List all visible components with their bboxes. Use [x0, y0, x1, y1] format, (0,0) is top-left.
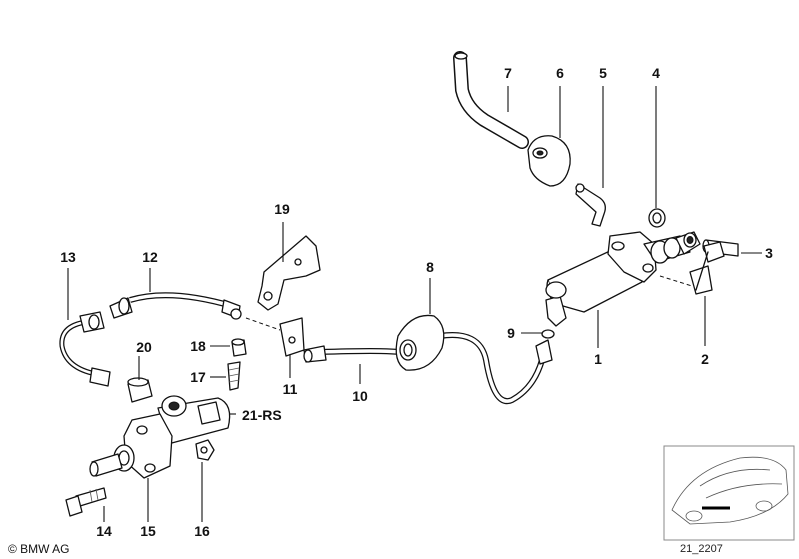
seal-ring[interactable] [648, 208, 666, 228]
callout-3: 3 [765, 245, 773, 261]
bracket[interactable] [257, 235, 321, 311]
leader-lines [67, 86, 762, 522]
elbow-connector[interactable] [575, 183, 606, 227]
grommet-cover[interactable] [527, 135, 571, 187]
callout-8: 8 [426, 259, 434, 275]
o-ring[interactable] [541, 329, 555, 339]
clip[interactable] [279, 317, 305, 357]
callout-7: 7 [504, 65, 512, 81]
reservoir-hose[interactable] [453, 51, 529, 149]
callout-6: 6 [556, 65, 564, 81]
callout-14: 14 [96, 523, 112, 539]
callout-1: 1 [594, 351, 602, 367]
bleeder-screw[interactable] [227, 361, 241, 391]
bolt-guide-line [659, 275, 693, 287]
callout-15: 15 [140, 523, 156, 539]
callout-13: 13 [60, 249, 76, 265]
nut[interactable] [195, 439, 215, 461]
flexible-hose[interactable] [109, 292, 242, 320]
callout-9: 9 [507, 325, 515, 341]
callout-18: 18 [190, 338, 206, 354]
bolt[interactable] [65, 487, 107, 517]
callout-12: 12 [142, 249, 158, 265]
copyright-text: © BMW AG [8, 542, 70, 556]
callout-10: 10 [352, 388, 368, 404]
callout-16: 16 [194, 523, 210, 539]
brake-line[interactable] [59, 311, 111, 387]
vehicle-locator-inset: 21_2207 [663, 445, 795, 555]
callout-21-rs: 21-RS [242, 407, 282, 423]
callout-5: 5 [599, 65, 607, 81]
bleeder-cap[interactable] [231, 338, 247, 357]
clip-guide-line [245, 317, 281, 331]
diagram-code: 21_2207 [680, 543, 723, 555]
slave-cylinder[interactable] [89, 395, 231, 479]
clutch-master-cylinder[interactable] [545, 231, 701, 327]
grommet[interactable] [395, 314, 445, 371]
hex-bolt[interactable] [689, 241, 725, 295]
callout-19: 19 [274, 201, 290, 217]
callout-2: 2 [701, 351, 709, 367]
callout-20: 20 [136, 339, 152, 355]
callout-11: 11 [283, 381, 298, 397]
sleeve[interactable] [127, 377, 153, 403]
callout-17: 17 [190, 369, 206, 385]
callout-4: 4 [652, 65, 660, 81]
